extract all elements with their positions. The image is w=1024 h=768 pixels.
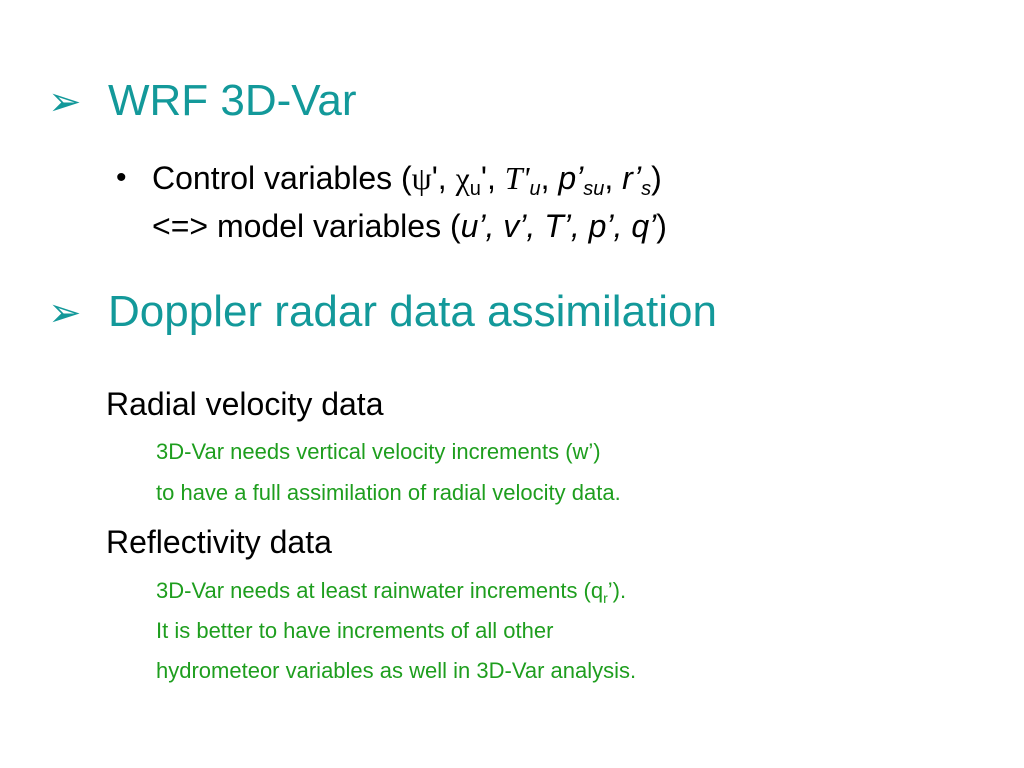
separator-text: ', [480, 160, 505, 196]
reflectivity-title: Reflectivity data [106, 524, 332, 560]
heading-wrf-3dvar: ➢ WRF 3D-Var [48, 79, 357, 123]
rainwater-subscript: r [603, 590, 608, 606]
p-symbol: p’ [558, 160, 584, 196]
r-subscript: s [641, 178, 652, 200]
arrow-bullet-icon: ➢ [48, 79, 82, 125]
reflectivity-note-2: It is better to have increments of all o… [156, 618, 554, 643]
model-variables-prefix: <=> model variables ( [152, 208, 461, 244]
model-variables-list: u’, v’, T’, p’, q’ [460, 208, 657, 244]
control-variables-prefix: Control variables ( [152, 160, 412, 196]
chi-symbol: χ [455, 160, 470, 196]
arrow-bullet-icon: ➢ [48, 290, 82, 336]
close-paren: ) [651, 160, 662, 196]
close-paren: ) [656, 208, 667, 244]
reflectivity-note-1-prefix: 3D-Var needs at least rainwater incremen… [156, 578, 604, 603]
separator-text: ', [431, 160, 456, 196]
reflectivity-note-3: hydrometeor variables as well in 3D-Var … [156, 658, 637, 683]
radial-velocity-title: Radial velocity data [106, 386, 384, 422]
chi-subscript: u [469, 178, 481, 200]
radial-note-2: to have a full assimilation of radial ve… [156, 480, 621, 505]
control-variables-line: Control variables (ψ', χu', T'u, p’su, r… [152, 162, 662, 199]
bullet-dot: • [116, 161, 127, 194]
reflectivity-note-1: 3D-Var needs at least rainwater incremen… [156, 578, 627, 606]
heading-text: Doppler radar data assimilation [108, 287, 717, 336]
t-symbol: T' [504, 160, 530, 196]
reflectivity-note-1-suffix: ’). [607, 578, 627, 603]
psi-symbol: ψ [411, 160, 432, 196]
separator-text: , [604, 160, 623, 196]
radial-note-1: 3D-Var needs vertical velocity increment… [156, 439, 601, 464]
heading-doppler-radar: ➢ Doppler radar data assimilation [48, 290, 717, 334]
heading-text: WRF 3D-Var [108, 76, 357, 125]
r-symbol: r’ [622, 160, 642, 196]
t-subscript: u [529, 178, 541, 200]
p-subscript: su [583, 178, 605, 200]
separator-text: , [540, 160, 559, 196]
model-variables-line: <=> model variables (u’, v’, T’, p’, q’) [152, 210, 667, 242]
